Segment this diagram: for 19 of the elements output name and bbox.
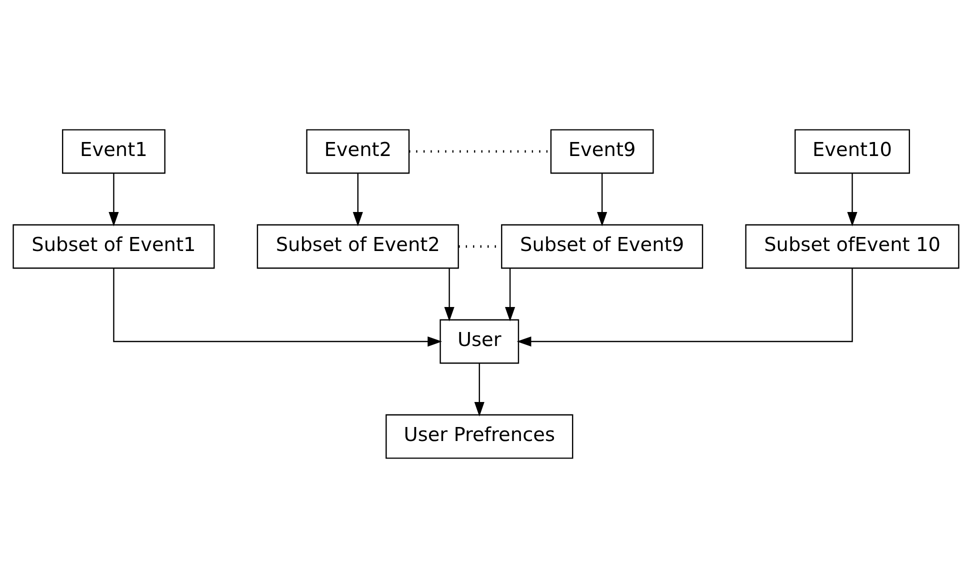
node-box: Subset ofEvent 10 bbox=[745, 224, 960, 268]
node-box: Subset of Event9 bbox=[501, 224, 704, 268]
node-box: Subset of Event1 bbox=[12, 224, 215, 268]
node-box: User bbox=[440, 318, 520, 364]
arrow bbox=[505, 268, 516, 321]
node-box: Event1 bbox=[62, 128, 166, 174]
node-box: Event9 bbox=[550, 128, 654, 174]
arrow bbox=[597, 173, 608, 226]
node-box: User Prefrences bbox=[386, 414, 574, 458]
arrow bbox=[352, 173, 363, 226]
node-box: Subset of Event2 bbox=[256, 224, 459, 268]
arrow bbox=[113, 268, 442, 346]
arrow bbox=[847, 173, 858, 226]
arrow bbox=[108, 173, 119, 226]
arrow bbox=[444, 268, 454, 321]
node-box: Event10 bbox=[794, 128, 910, 174]
arrow bbox=[474, 363, 484, 416]
arrow bbox=[516, 268, 853, 346]
node-box: Event2 bbox=[306, 128, 410, 174]
